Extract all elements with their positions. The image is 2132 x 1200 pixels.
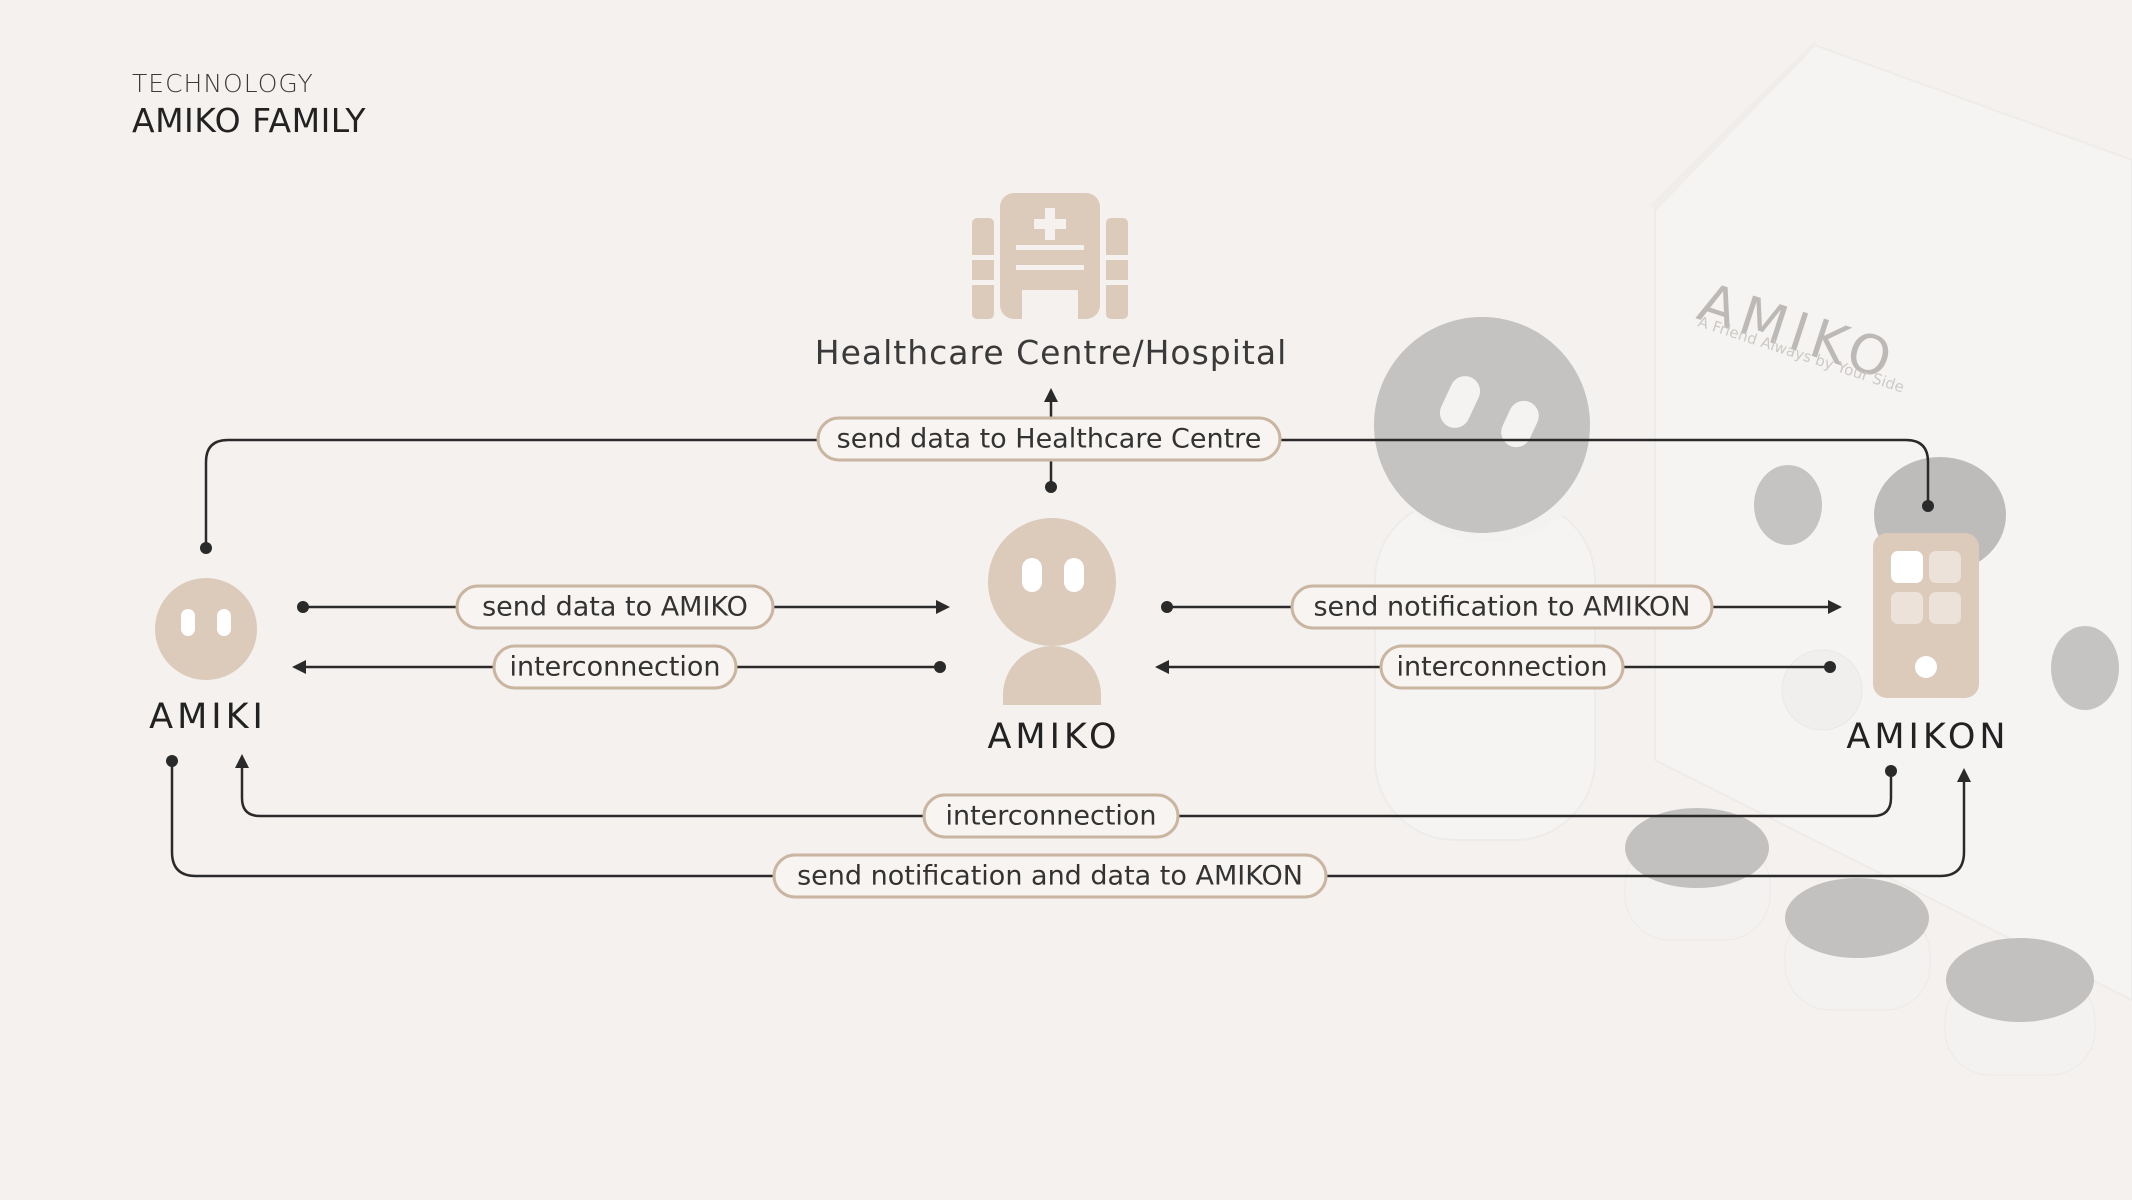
svg-text:send notification to AMIKON: send notification to AMIKON: [1313, 592, 1690, 623]
amiko-label: AMIKO: [987, 717, 1120, 757]
amiki-label: AMIKI: [149, 697, 267, 737]
amiki-pucks-photo: [1624, 808, 2096, 1076]
hospital-label: Healthcare Centre/Hospital: [815, 333, 1287, 372]
page-title: AMIKO FAMILY: [132, 101, 366, 140]
label-send-notification-data-amikon: send notification and data to AMIKON: [772, 853, 1328, 899]
label-send-notification-amikon: send notification to AMIKON: [1290, 584, 1714, 630]
label-send-data-amiko: send data to AMIKO: [455, 584, 775, 630]
label-interconnection-amiko-amiki: interconnection: [492, 644, 738, 690]
svg-text:interconnection: interconnection: [1396, 652, 1607, 683]
svg-text:send notification and data to: send notification and data to AMIKON: [797, 861, 1303, 892]
label-send-data-healthcare: send data to Healthcare Centre: [816, 416, 1282, 462]
svg-text:send data to Healthcare Centre: send data to Healthcare Centre: [837, 424, 1262, 455]
section-kicker: TECHNOLOGY: [132, 69, 314, 98]
amiko-icon: [988, 518, 1116, 705]
svg-text:send data to AMIKO: send data to AMIKO: [482, 592, 748, 623]
amikon-label: AMIKON: [1846, 717, 2009, 757]
amikon-phone-icon: [1873, 533, 1979, 698]
label-interconnection-amikon-amiko: interconnection: [1379, 644, 1625, 690]
header: TECHNOLOGY AMIKO FAMILY: [132, 68, 366, 142]
hospital-icon: [972, 193, 1128, 320]
svg-text:interconnection: interconnection: [945, 801, 1156, 832]
amiki-icon: [155, 578, 257, 680]
label-interconnection-amikon-amiki: interconnection: [922, 793, 1180, 839]
svg-text:interconnection: interconnection: [509, 652, 720, 683]
